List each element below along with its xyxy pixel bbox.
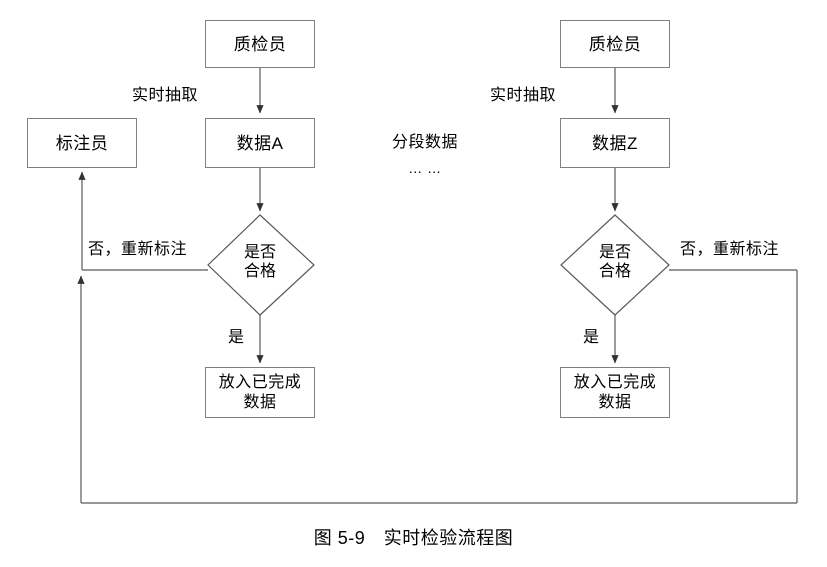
middle-ellipsis-label: … … (408, 160, 442, 176)
decision-right-line1: 是否 (598, 244, 631, 261)
node-data-z-label: 数据Z (592, 133, 638, 153)
node-done-right[interactable]: 放入已完成 数据 (560, 367, 670, 418)
edge-label-extract-right: 实时抽取 (490, 87, 557, 104)
decision-diamond-left (207, 214, 315, 316)
node-inspector-right[interactable]: 质检员 (560, 20, 670, 68)
node-data-a-label: 数据A (236, 133, 284, 153)
node-annotator[interactable]: 标注员 (27, 118, 137, 168)
decision-left-line1: 是否 (243, 244, 276, 261)
middle-segmented-data-label: 分段数据 (391, 134, 458, 151)
node-data-a[interactable]: 数据A (205, 118, 315, 168)
node-data-z[interactable]: 数据Z (560, 118, 670, 168)
edge-label-extract-left: 实时抽取 (132, 87, 199, 104)
figure-caption: 图 5-9 实时检验流程图 (0, 526, 827, 550)
decision-right-line2: 合格 (598, 263, 631, 280)
edge-label-reject-left: 否，重新标注 (88, 241, 188, 258)
edge-label-accept-right: 是 (583, 329, 600, 346)
node-done-left-label: 放入已完成 数据 (218, 373, 302, 411)
figure-caption-text: 图 5-9 实时检验流程图 (313, 528, 514, 548)
decision-left-line2: 合格 (243, 263, 276, 280)
decision-right-label: 是否合格 (565, 243, 665, 281)
node-inspector-left[interactable]: 质检员 (205, 20, 315, 68)
decision-left-label: 是否合格 (210, 243, 310, 281)
node-inspector-left-label: 质检员 (233, 34, 287, 54)
decision-diamond-right (560, 214, 670, 316)
node-annotator-label: 标注员 (55, 133, 109, 153)
node-done-right-label: 放入已完成 数据 (573, 373, 657, 411)
edge-label-reject-right: 否，重新标注 (680, 241, 780, 258)
edge-label-accept-left: 是 (228, 329, 245, 346)
node-inspector-right-label: 质检员 (588, 34, 642, 54)
node-done-left[interactable]: 放入已完成 数据 (205, 367, 315, 418)
